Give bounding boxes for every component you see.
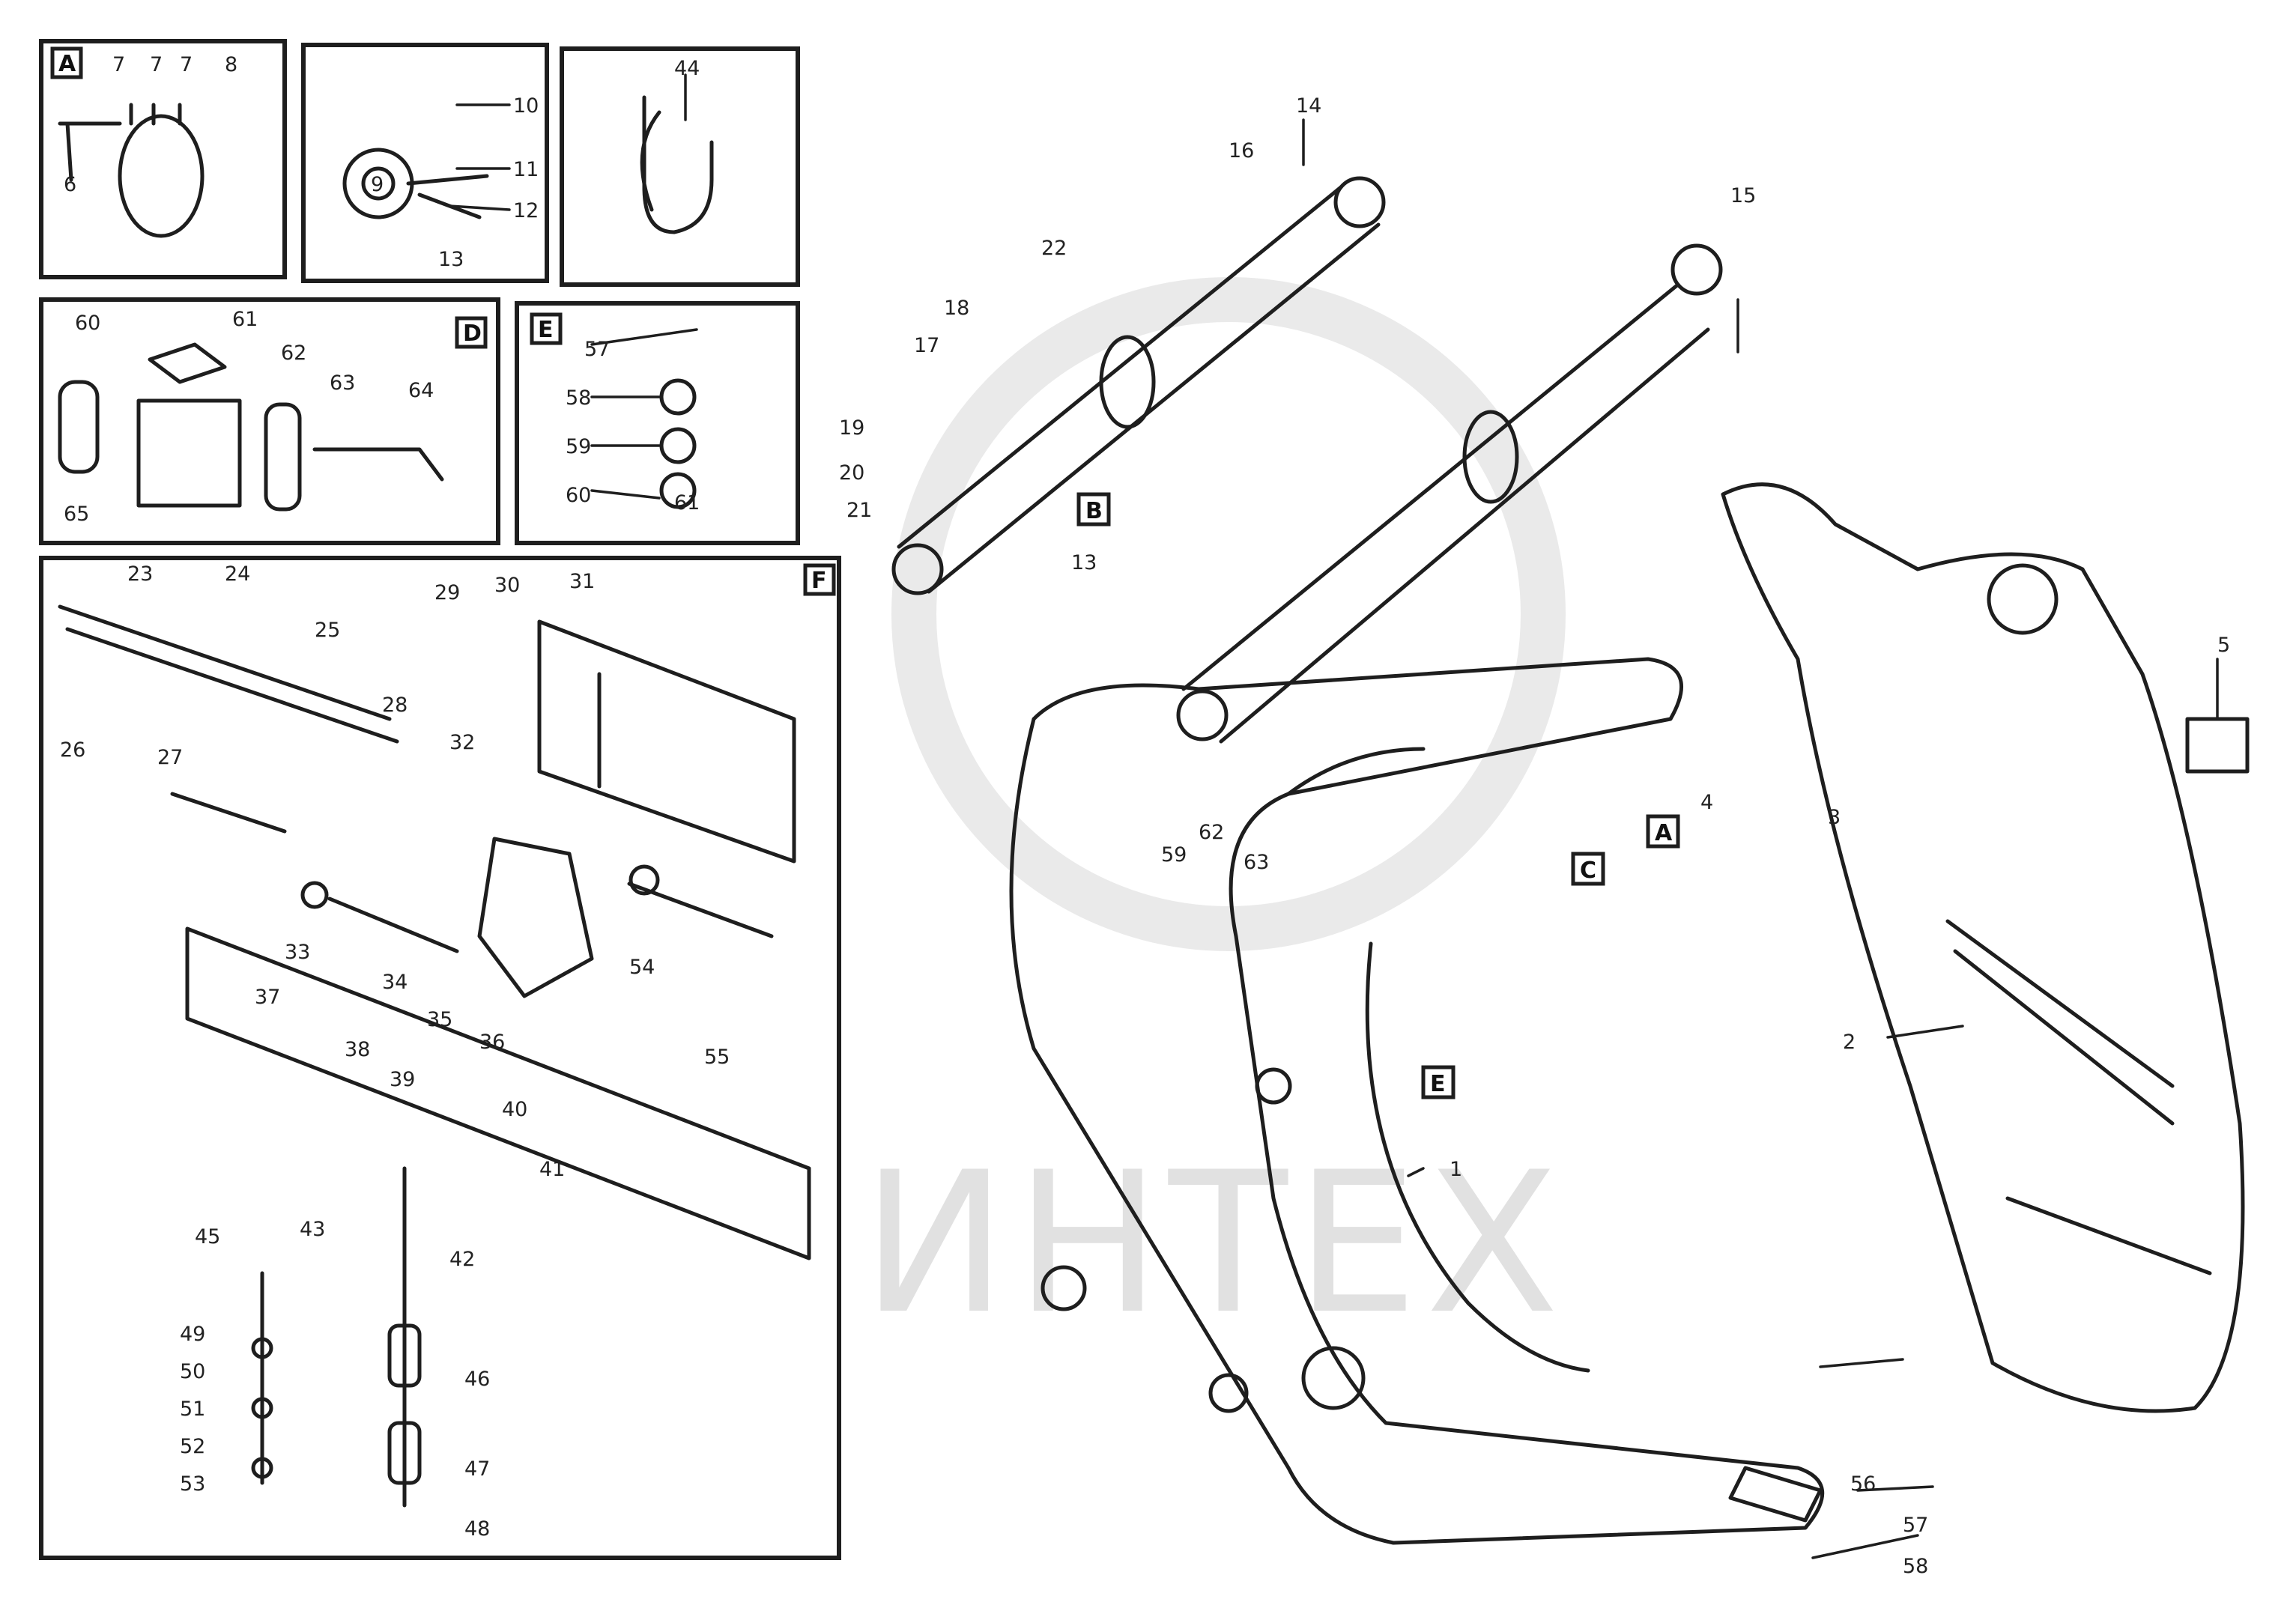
inset-f-label: 43 xyxy=(300,1218,325,1241)
inset-e-label: 58 xyxy=(566,386,591,410)
inset-f-label: 34 xyxy=(382,971,408,994)
inset-b-label: 12 xyxy=(513,199,539,222)
main-tag: C xyxy=(1580,858,1596,884)
inset-a: A 7 7 7 8 6 xyxy=(39,39,287,279)
main-label: 22 xyxy=(1041,237,1067,260)
inset-f: F 23 24 25 26 27 28 29 30 31 32 33 34 xyxy=(39,556,841,1560)
inset-a-label: 8 xyxy=(225,53,237,76)
main-tags: B C A E xyxy=(1076,492,1680,1099)
inset-f-label: 50 xyxy=(180,1360,205,1383)
inset-b-label: 13 xyxy=(438,248,464,271)
watermark-text: ИНТЕХ xyxy=(861,1131,1566,1357)
inset-b-label: 9 xyxy=(371,173,384,196)
inset-a-tag: A xyxy=(58,51,76,77)
inset-f-label: 28 xyxy=(382,694,408,717)
main-tag: A xyxy=(1655,820,1673,846)
main-label: 16 xyxy=(1229,139,1254,163)
inset-f-label: 24 xyxy=(225,562,250,586)
inset-f-label: 49 xyxy=(180,1323,205,1346)
inset-e-label: 57 xyxy=(584,338,610,361)
main-label: 58 xyxy=(1903,1555,1928,1578)
inset-f-label: 55 xyxy=(704,1046,730,1069)
inset-b-label: 10 xyxy=(513,94,539,118)
inset-f-label: 40 xyxy=(502,1098,527,1121)
inset-f-label: 31 xyxy=(569,570,595,593)
inset-f-label: 23 xyxy=(127,562,153,586)
main-label: 20 xyxy=(839,461,864,485)
inset-f-label: 39 xyxy=(390,1068,415,1091)
inset-b-label: 11 xyxy=(513,158,539,181)
inset-e-label: 60 xyxy=(566,484,591,507)
inset-d-label: 65 xyxy=(64,503,89,526)
inset-c: 44 xyxy=(560,46,800,287)
main-label: 5 xyxy=(2217,634,2230,657)
inset-e-label: 61 xyxy=(674,491,700,515)
inset-e-tag: E xyxy=(538,317,554,343)
main-label: 18 xyxy=(944,297,969,320)
inset-a-label: 7 xyxy=(150,53,163,76)
main-label: 57 xyxy=(1903,1514,1928,1537)
inset-e-label: 59 xyxy=(566,435,591,458)
inset-f-label: 35 xyxy=(427,1008,452,1031)
main-label: 15 xyxy=(1730,184,1756,207)
main-label: 13 xyxy=(1071,551,1097,574)
inset-d-label: 61 xyxy=(232,308,258,331)
inset-f-label: 51 xyxy=(180,1398,205,1421)
watermark: ИНТЕХ xyxy=(861,277,1566,1357)
inset-d-label: 62 xyxy=(281,342,306,365)
main-label: 2 xyxy=(1843,1031,1856,1054)
inset-f-label: 27 xyxy=(157,746,183,769)
main-label: 62 xyxy=(1199,821,1224,844)
inset-b: 10 11 12 13 9 xyxy=(301,43,549,283)
inset-a-label: 7 xyxy=(180,53,193,76)
inset-d-label: 63 xyxy=(330,371,355,395)
inset-f-label: 29 xyxy=(434,581,460,604)
inset-f-label: 33 xyxy=(285,941,310,964)
inset-a-label: 6 xyxy=(64,173,76,196)
main-label: 19 xyxy=(839,416,864,440)
main-tag: E xyxy=(1430,1071,1446,1097)
inset-f-label: 53 xyxy=(180,1472,205,1496)
inset-d-tag: D xyxy=(463,321,482,347)
inset-f-label: 26 xyxy=(60,738,85,762)
main-callouts: 1 2 3 4 5 13 14 15 16 17 18 19 20 21 22 … xyxy=(839,94,2230,1578)
inset-d-label: 60 xyxy=(75,312,100,335)
inset-f-label: 37 xyxy=(255,986,280,1009)
inset-d: D 60 61 62 63 64 65 xyxy=(39,297,500,545)
main-label: 59 xyxy=(1161,843,1187,867)
inset-f-label: 25 xyxy=(315,619,340,642)
inset-c-label: 44 xyxy=(674,57,700,80)
inset-d-label: 64 xyxy=(408,379,434,402)
inset-f-label: 48 xyxy=(464,1517,490,1541)
inset-f-label: 41 xyxy=(539,1158,565,1181)
main-label: 3 xyxy=(1828,806,1841,829)
main-tag: B xyxy=(1085,498,1103,524)
main-label: 1 xyxy=(1450,1158,1462,1181)
inset-f-label: 45 xyxy=(195,1225,220,1248)
main-label: 17 xyxy=(914,334,939,357)
inset-f-label: 38 xyxy=(345,1038,370,1061)
main-label: 56 xyxy=(1850,1472,1876,1496)
inset-f-label: 30 xyxy=(494,574,520,597)
inset-f-label: 52 xyxy=(180,1435,205,1458)
inset-f-label: 54 xyxy=(629,956,655,979)
inset-e: E 57 58 59 60 61 xyxy=(515,301,800,545)
main-label: 21 xyxy=(846,499,872,522)
inset-f-label: 36 xyxy=(479,1031,505,1054)
main-label: 4 xyxy=(1700,791,1713,814)
grapple-assembly xyxy=(891,118,2250,1559)
inset-a-label: 7 xyxy=(112,53,125,76)
inset-f-label: 46 xyxy=(464,1368,490,1391)
inset-f-tag: F xyxy=(811,568,827,594)
main-label: 63 xyxy=(1244,851,1269,874)
inset-f-label: 32 xyxy=(449,731,475,754)
inset-f-label: 47 xyxy=(464,1457,490,1481)
inset-f-label: 42 xyxy=(449,1248,475,1271)
main-label: 14 xyxy=(1296,94,1321,118)
